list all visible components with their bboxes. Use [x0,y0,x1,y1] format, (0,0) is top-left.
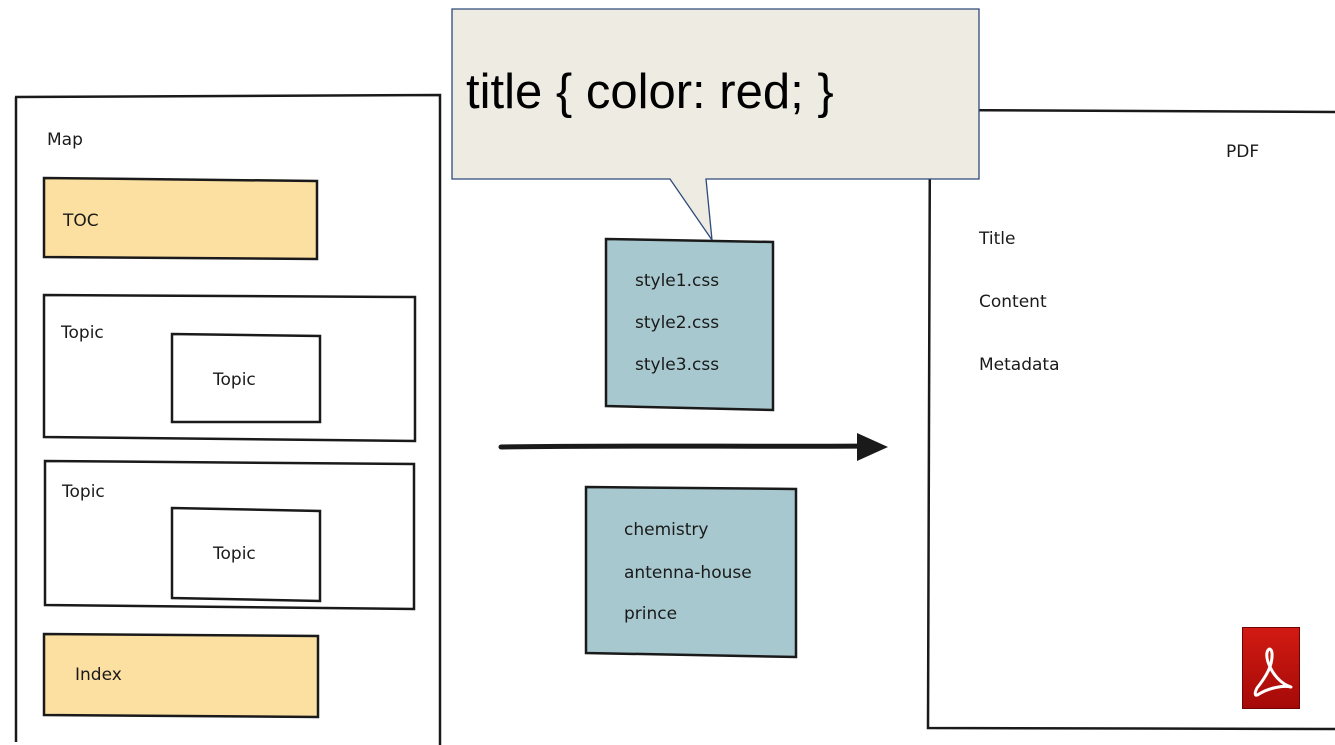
map-panel-border [14,93,442,745]
stylesheet-item: style2.css [635,313,720,333]
index-box [42,632,320,719]
callout-bubble [451,8,980,241]
transform-arrow-head [857,433,888,461]
topic-block-2-inner-box [170,506,322,603]
stylesheet-item: style3.css [635,355,720,375]
topic-block-1-inner-label: Topic [213,370,256,390]
processor-box [584,485,798,659]
processor-item: antenna-house [624,563,752,583]
toc-box [42,176,319,261]
callout-text: title { color: red; } [466,65,834,119]
processor-item: chemistry [624,520,709,540]
topic-block-1-label: Topic [61,323,104,343]
pdf-field: Metadata [979,355,1060,375]
adobe-pdf-icon [1242,627,1300,709]
toc-label: TOC [63,211,99,231]
index-label: Index [75,665,122,685]
processor-item: prince [624,604,678,624]
topic-block-1-inner-box [170,332,322,424]
pdf-field: Content [979,292,1047,312]
transform-arrow-shaft [498,443,869,450]
stylesheet-box [604,237,775,412]
pdf-title: PDF [1226,142,1260,162]
pdf-panel-border [926,108,1335,731]
pdf-field: Title [979,229,1016,249]
topic-block-2-label: Topic [62,482,105,502]
stylesheet-item: style1.css [635,271,720,291]
topic-block-2-inner-label: Topic [213,544,256,564]
map-title: Map [47,130,83,150]
